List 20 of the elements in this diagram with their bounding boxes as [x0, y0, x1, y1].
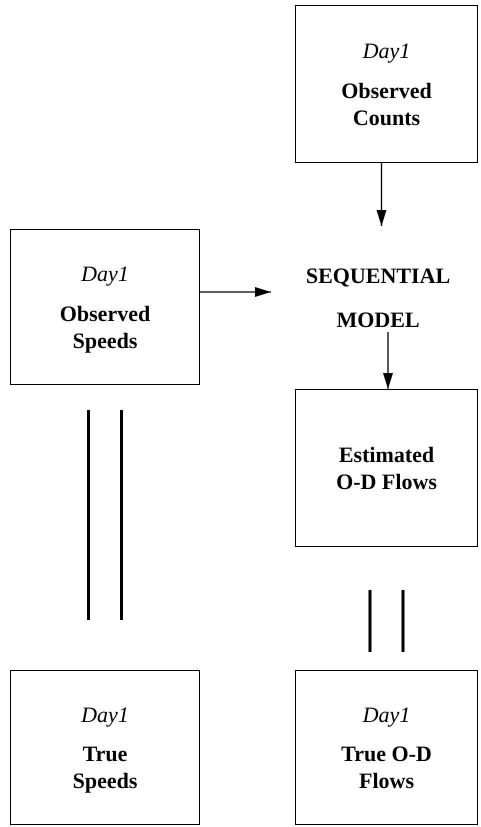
process-box	[295, 5, 478, 163]
box-title: Observed Speeds	[58, 300, 152, 354]
box-title: Observed Counts	[340, 76, 433, 131]
process-box	[295, 389, 478, 547]
double-line	[368, 588, 404, 654]
double-line	[87, 408, 123, 622]
box-title: Estimated O-D Flows	[335, 441, 438, 495]
day-label: Day1	[362, 37, 410, 65]
day-label: Day1	[81, 260, 129, 288]
process-box	[295, 670, 478, 825]
arrow	[383, 332, 393, 389]
arrow	[200, 287, 271, 297]
box-title: True O-D Flows	[340, 740, 433, 794]
process-box	[10, 229, 200, 385]
day-label: Day1	[362, 700, 410, 728]
box-title: SEQUENTIAL MODEL	[304, 262, 452, 334]
day-label: Day1	[81, 700, 129, 728]
process-box	[10, 670, 200, 825]
arrow	[376, 163, 386, 226]
box-title: True Speeds	[72, 740, 138, 794]
